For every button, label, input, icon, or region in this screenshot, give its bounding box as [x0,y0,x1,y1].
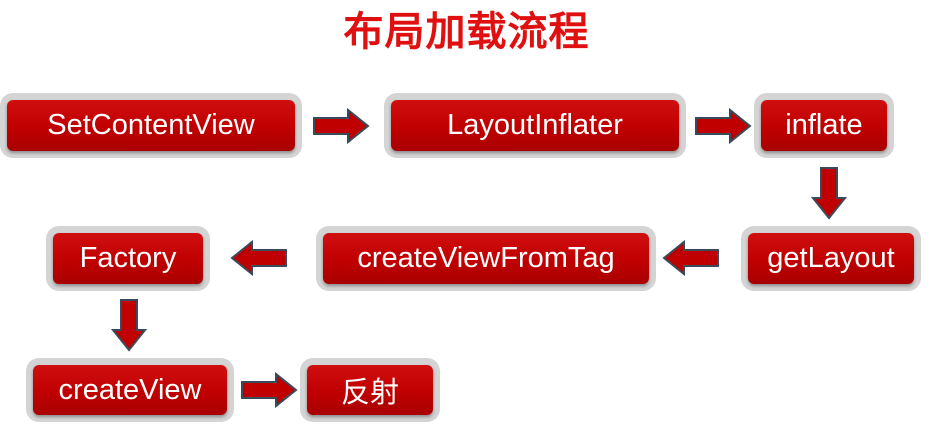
node-factory-label: Factory [53,233,203,284]
node-reflection: 反射 [300,358,440,422]
arrow-right-icon [240,371,298,409]
node-create-view-label: createView [33,365,227,415]
node-set-content-view-label: SetContentView [7,100,295,151]
node-inflate-label: inflate [761,100,887,151]
arrow-left-icon [662,239,720,277]
arrow-down-icon [810,166,848,220]
node-factory: Factory [46,226,210,291]
node-layout-inflater: LayoutInflater [384,93,686,158]
node-reflection-label: 反射 [307,365,433,415]
node-create-view-from-tag-label: createViewFromTag [323,233,649,284]
arrow-left-icon [230,239,288,277]
node-inflate: inflate [754,93,894,158]
node-layout-inflater-label: LayoutInflater [391,100,679,151]
arrow-right-icon [312,107,370,145]
node-set-content-view: SetContentView [0,93,302,158]
arrow-down-icon [110,298,148,352]
node-get-layout-label: getLayout [748,233,914,284]
node-create-view: createView [26,358,234,422]
node-create-view-from-tag: createViewFromTag [316,226,656,291]
diagram-title: 布局加载流程 [343,8,590,55]
node-get-layout: getLayout [741,226,921,291]
arrow-right-icon [694,107,752,145]
